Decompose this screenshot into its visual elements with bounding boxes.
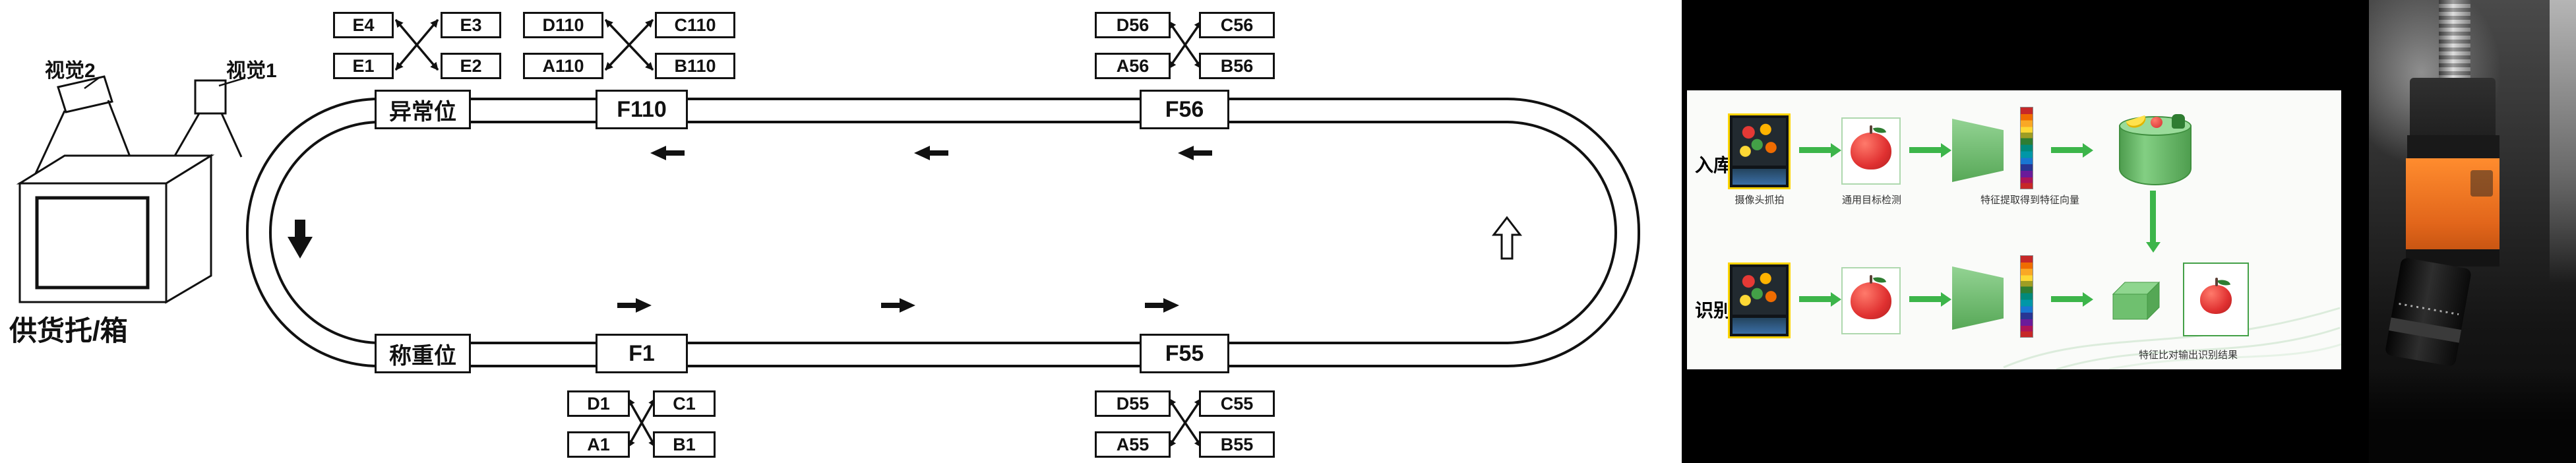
apple-image [1851,125,1891,170]
cell-a55: A55 [1095,431,1171,458]
shuttle-cross-arrows [394,18,1203,448]
monitor-screen [1733,118,1786,166]
station-abnormal: 异常位 [375,90,471,129]
cell-c55: C55 [1199,390,1275,417]
lens-focus-ring [2389,317,2462,343]
apple-image [1851,275,1891,319]
detected-apple-box-1 [1841,117,1901,185]
row-storage-label: 入库 [1695,155,1733,175]
cell-c56: C56 [1199,12,1275,38]
vision-camera-2 [30,75,141,183]
monitor-stand [1733,318,1786,334]
cell-e3: E3 [441,12,501,38]
lens-marking [2399,303,2459,316]
vision-camera-1 [173,77,246,158]
slide-decor-swirls [2003,307,2341,369]
camera-body [2407,135,2499,162]
cell-d56: D56 [1095,12,1171,38]
cell-c1: C1 [653,390,716,417]
feature-vector-bar-1 [2020,107,2033,189]
arrow-r1-3 [2051,147,2083,153]
arrow-r1-2 [1909,147,1941,153]
camera-monitor-2 [1728,262,1791,338]
station-f55: F55 [1140,334,1229,373]
caption-result: 特征比对输出识别结果 [2138,350,2238,361]
camera-orange-housing [2406,158,2499,251]
station-f110: F110 [596,90,688,129]
monitor-screen [1733,267,1786,315]
vision1-label: 视觉1 [226,60,277,82]
hand-icon [2172,114,2185,129]
flow-arrows-bottom [617,298,1179,313]
vision2-label: 视觉2 [45,60,96,82]
conveyor-diagram: 视觉2 视觉1 供货托/箱 异常位 F110 F56 称重位 F1 F55 E4… [9,12,1640,458]
industrial-camera-photo [2369,0,2576,463]
camera-mounting-rod [2439,0,2470,92]
flow-arrows-top [650,146,1212,160]
down-arrow [288,220,313,259]
cell-a56: A56 [1095,53,1171,79]
up-arrow [1491,216,1523,260]
cell-e4: E4 [333,12,394,38]
loop-track [246,98,1640,367]
camera-monitor-1 [1728,113,1791,189]
supply-box-label: 供货托/箱 [9,315,128,346]
cell-c110: C110 [655,12,735,38]
feature-vector-bar-2 [2020,255,2033,338]
monitor-stand [1733,169,1786,185]
station-f1: F1 [596,334,688,373]
arrow-r2-1 [1799,296,1831,302]
cell-e1: E1 [333,53,394,79]
camera-lens [2384,257,2472,367]
arrow-r2-2 [1909,296,1941,302]
cell-a110: A110 [523,53,603,79]
cell-b55: B55 [1199,431,1275,458]
detected-apple-box-2 [1841,267,1901,334]
cell-b56: B56 [1199,53,1275,79]
arrow-r1-1 [1799,147,1831,153]
apple-icon [2151,117,2162,128]
caption-detect: 通用目标检测 [1841,195,1901,206]
camera-mount-block [2410,78,2496,144]
row-recognize-label: 识别 [1695,300,1733,321]
cell-b1: B1 [653,431,716,458]
apple-image [2200,278,2232,314]
feature-network-2 [1952,266,2004,330]
photo-background-band [2550,0,2576,284]
cell-b110: B110 [655,53,735,79]
pipeline-panel: 入库 摄像头抓拍 通用目标检测 特征提取得到特征向量 [1682,0,2369,463]
feature-database-cylinder [2119,114,2192,185]
cell-d110: D110 [523,12,603,38]
cell-a1: A1 [567,431,630,458]
supply-box-drawing [16,154,215,304]
conveyor-diagram-drawing [16,18,1640,448]
caption-camera: 摄像头抓拍 [1734,195,1785,206]
station-f56: F56 [1140,90,1229,129]
arrow-db-to-match [2150,191,2156,242]
match-cube [2112,281,2161,321]
feature-network-1 [1952,119,2004,182]
cell-d1: D1 [567,390,630,417]
arrow-r2-3 [2051,296,2083,302]
station-weigh: 称重位 [375,334,471,373]
cell-d55: D55 [1095,390,1171,417]
cell-e2: E2 [441,53,501,79]
recognition-result-box [2183,262,2249,336]
photo-bottom-shadow [2369,371,2576,463]
caption-feature: 特征提取得到特征向量 [1980,195,2079,206]
pipeline-slide: 入库 摄像头抓拍 通用目标检测 特征提取得到特征向量 [1687,90,2341,369]
